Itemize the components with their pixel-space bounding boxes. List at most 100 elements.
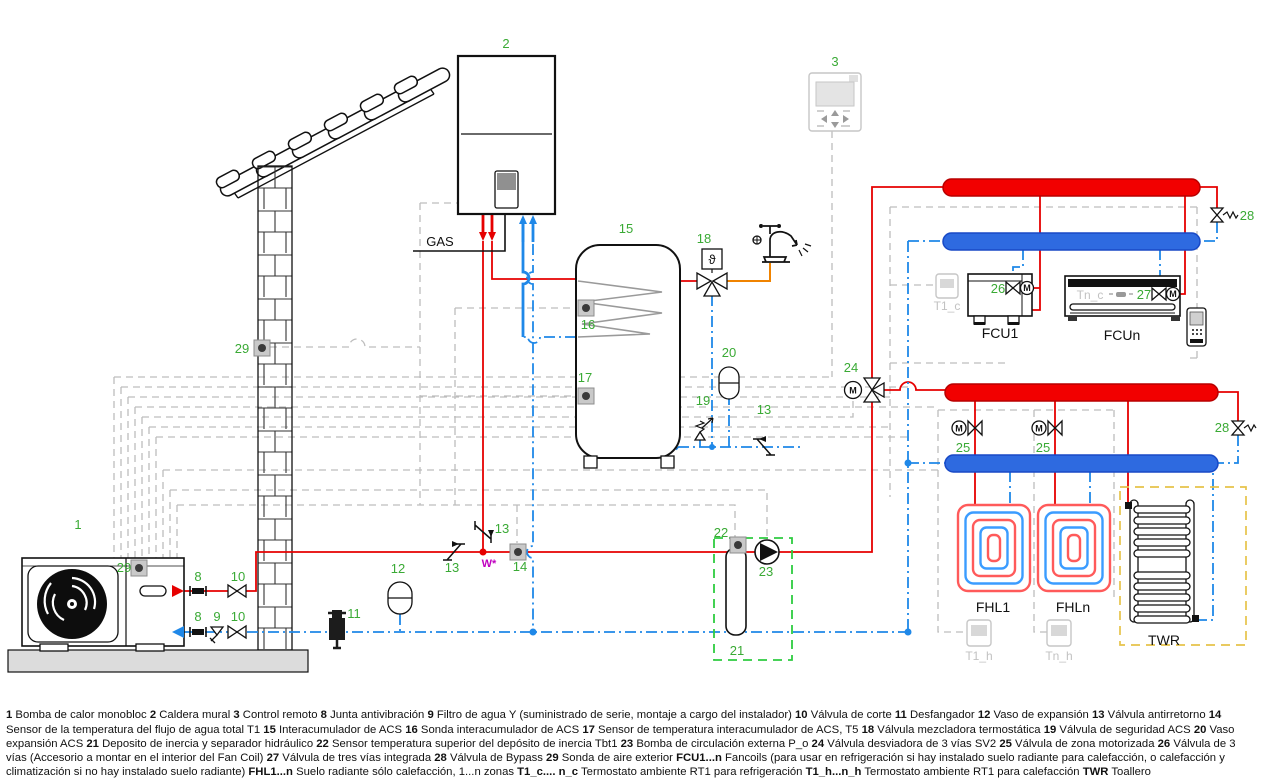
legend-term: 12 [977,709,991,722]
t1h-label: T1_h [965,649,992,663]
svg-text:20: 20 [722,345,736,360]
svg-text:M: M [1023,283,1031,293]
svg-text:21: 21 [730,643,744,658]
fhl1-label: FHL1 [976,599,1010,615]
roof [213,58,453,200]
legend-term: 13 [1091,709,1105,722]
outdoor-air-sensor [253,339,271,357]
fcu-return-manifold [942,232,1201,251]
buffer-tank-zone [713,536,793,661]
tnc-label: Tn_c [1077,288,1104,302]
expansion-vessel [387,581,413,615]
svg-text:18: 18 [697,231,711,246]
svg-text:13: 13 [757,402,771,417]
svg-text:10: 10 [231,609,245,624]
svg-text:13: 13 [495,521,509,536]
legend-term: FCU1...n [676,751,722,764]
pipes [184,186,1239,636]
faucet-icon [752,224,812,263]
check-valve [752,435,776,456]
svg-text:25: 25 [956,440,970,455]
up-arrow-icon [831,110,839,116]
mix-point-label: W* [482,558,497,570]
callout-1: 1 [74,517,81,532]
hp-return-port [172,626,184,638]
dhw-tank [575,244,681,469]
buffer-top-sensor [729,536,747,554]
radiant-loop-fhln [1036,503,1112,593]
svg-text:22: 22 [714,525,728,540]
thermostatic-mixing-valve: ϑ [696,248,728,297]
theta-icon: ϑ [708,252,716,267]
schematic-canvas: ϑ M M [7,36,1257,673]
down-arrow-icon [831,122,839,128]
t1c-label: T1_c [934,299,961,313]
legend-term: 21 [86,737,99,750]
bypass-valve-top [1209,207,1239,223]
callout-3: 3 [831,54,838,69]
legend-term: 3 [233,709,240,722]
legend-term: 22 [316,737,329,750]
wall-boiler [456,54,557,216]
legend-term: 15 [263,723,276,736]
fhl-supply-manifold [944,383,1219,402]
fhl-return-manifold [944,454,1219,473]
svg-text:17: 17 [578,370,592,385]
legend-term: 9 [427,709,434,722]
thermostat-t1c [935,273,959,299]
hp-louver [139,585,167,597]
equipment-labels: GAS W* FCU1 FCUn FHL1 FHLn TWR T1_c Tn_c… [426,234,1180,663]
svg-text:M: M [1169,289,1177,299]
thermostat-tnh [1046,619,1072,647]
motor-label: M [849,386,857,396]
legend-term: 14 [1208,709,1222,722]
callout-labels: 1 2 3 8 10 8 9 10 11 12 13 13 13 14 15 1… [74,36,1254,658]
svg-text:14: 14 [513,559,527,574]
safety-valve-acs [693,417,714,441]
legend-term: 8 [320,709,327,722]
legend-text: 1 Bomba de calor monobloc 2 Caldera mura… [6,709,1236,779]
hp-line-fittings [189,584,247,644]
fcu1-label: FCU1 [982,325,1019,341]
right-arrow-icon [843,115,849,123]
shutoff-valve [227,625,247,639]
expansion-vessel-acs [718,366,740,400]
zone-valve-n: M [1031,419,1063,437]
shutoff-valve [227,584,247,598]
svg-text:10: 10 [231,569,245,584]
tank-sensor-t5 [577,387,595,405]
svg-text:25: 25 [1036,440,1050,455]
fcun-3way-valve: M [1151,286,1181,302]
svg-text:13: 13 [445,560,459,575]
twr-label: TWR [1148,632,1180,648]
fancoil-unit-1: M [967,273,1035,325]
thermostat-t1h [966,619,992,647]
y-filter [209,626,225,644]
legend-term: 26 [1157,737,1171,750]
legend-term: 28 [434,751,447,764]
legend-term: 11 [894,709,907,722]
fcun-label: FCUn [1104,327,1141,343]
svg-text:M: M [955,424,963,434]
check-valve [442,540,466,561]
towel-rail-zone [1119,486,1247,646]
tank-sensor-acs [577,299,595,317]
gas-line [413,215,506,252]
ir-remote-icon [1186,307,1207,347]
svg-text:26: 26 [991,281,1005,296]
legend-term: 10 [795,709,808,722]
legend-term: 20 [1193,723,1207,736]
zone-valve-1: M [951,419,983,437]
legend-term: 23 [620,737,634,750]
ir-receiver-icon [1116,292,1126,297]
legend-term: 1 [6,709,13,722]
control-wires [113,131,1198,633]
fhln-label: FHLn [1056,599,1090,615]
svg-text:19: 19 [696,393,710,408]
legend-term: 19 [1043,723,1057,736]
svg-text:29: 29 [235,341,249,356]
legend-term: TWR [1082,766,1109,779]
check-valve [474,520,495,544]
legend-term: 25 [999,737,1012,750]
